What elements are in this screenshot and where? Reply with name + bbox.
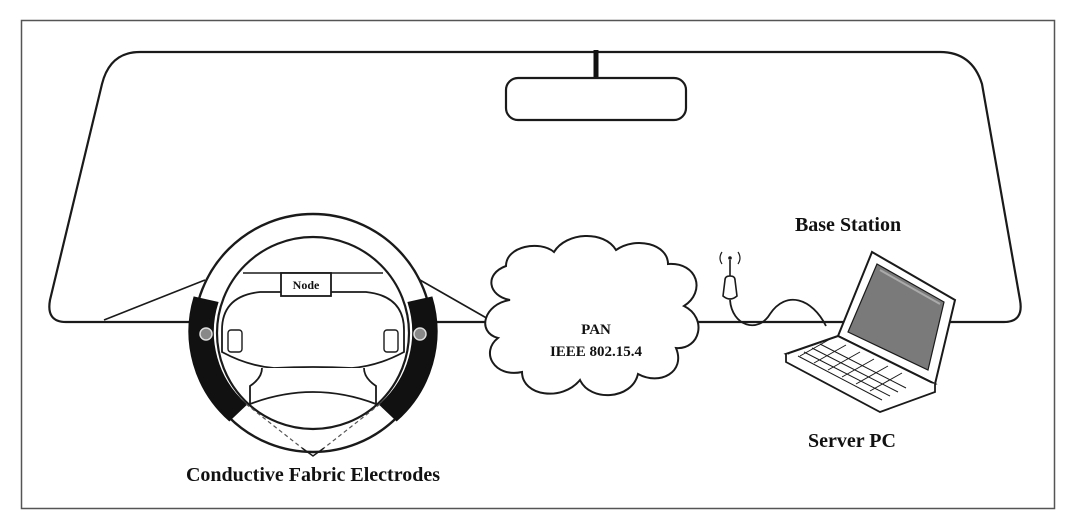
- windshield-outline: [48, 50, 1022, 324]
- electrode-contact-left: [199, 327, 213, 341]
- base-station-label: Base Station: [795, 214, 901, 236]
- rear-view-mirror: [504, 76, 688, 122]
- pan-cloud: [484, 235, 700, 396]
- laptop-server-pc: [783, 250, 957, 413]
- hub-left-pad: [227, 329, 243, 353]
- laptop-screen: [847, 263, 945, 371]
- wire-right-dashed: [323, 403, 381, 449]
- electrodes-label: Conductive Fabric Electrodes: [186, 464, 440, 486]
- wire-left-dashed: [245, 403, 303, 449]
- electrode-contact-right: [413, 327, 427, 341]
- node-box: [280, 272, 332, 297]
- base-station-antenna: [719, 251, 741, 300]
- steering-wheel: [188, 212, 438, 457]
- hub-right-pad: [383, 329, 399, 353]
- dashboard-left-line: [103, 279, 206, 321]
- dashboard-right-line: [419, 279, 491, 321]
- node-label: Node: [293, 278, 320, 292]
- wheel-hub: [221, 291, 405, 369]
- usb-cable: [729, 298, 827, 327]
- laptop-keyboard: [797, 337, 907, 401]
- antenna-signal-icon: [719, 251, 741, 265]
- pan-standard-label: IEEE 802.15.4: [550, 344, 643, 360]
- steering-column: [301, 447, 325, 457]
- server-pc-label: Server PC: [808, 430, 896, 452]
- pan-label: PAN: [581, 322, 611, 338]
- wheel-lower-spoke: [249, 367, 377, 406]
